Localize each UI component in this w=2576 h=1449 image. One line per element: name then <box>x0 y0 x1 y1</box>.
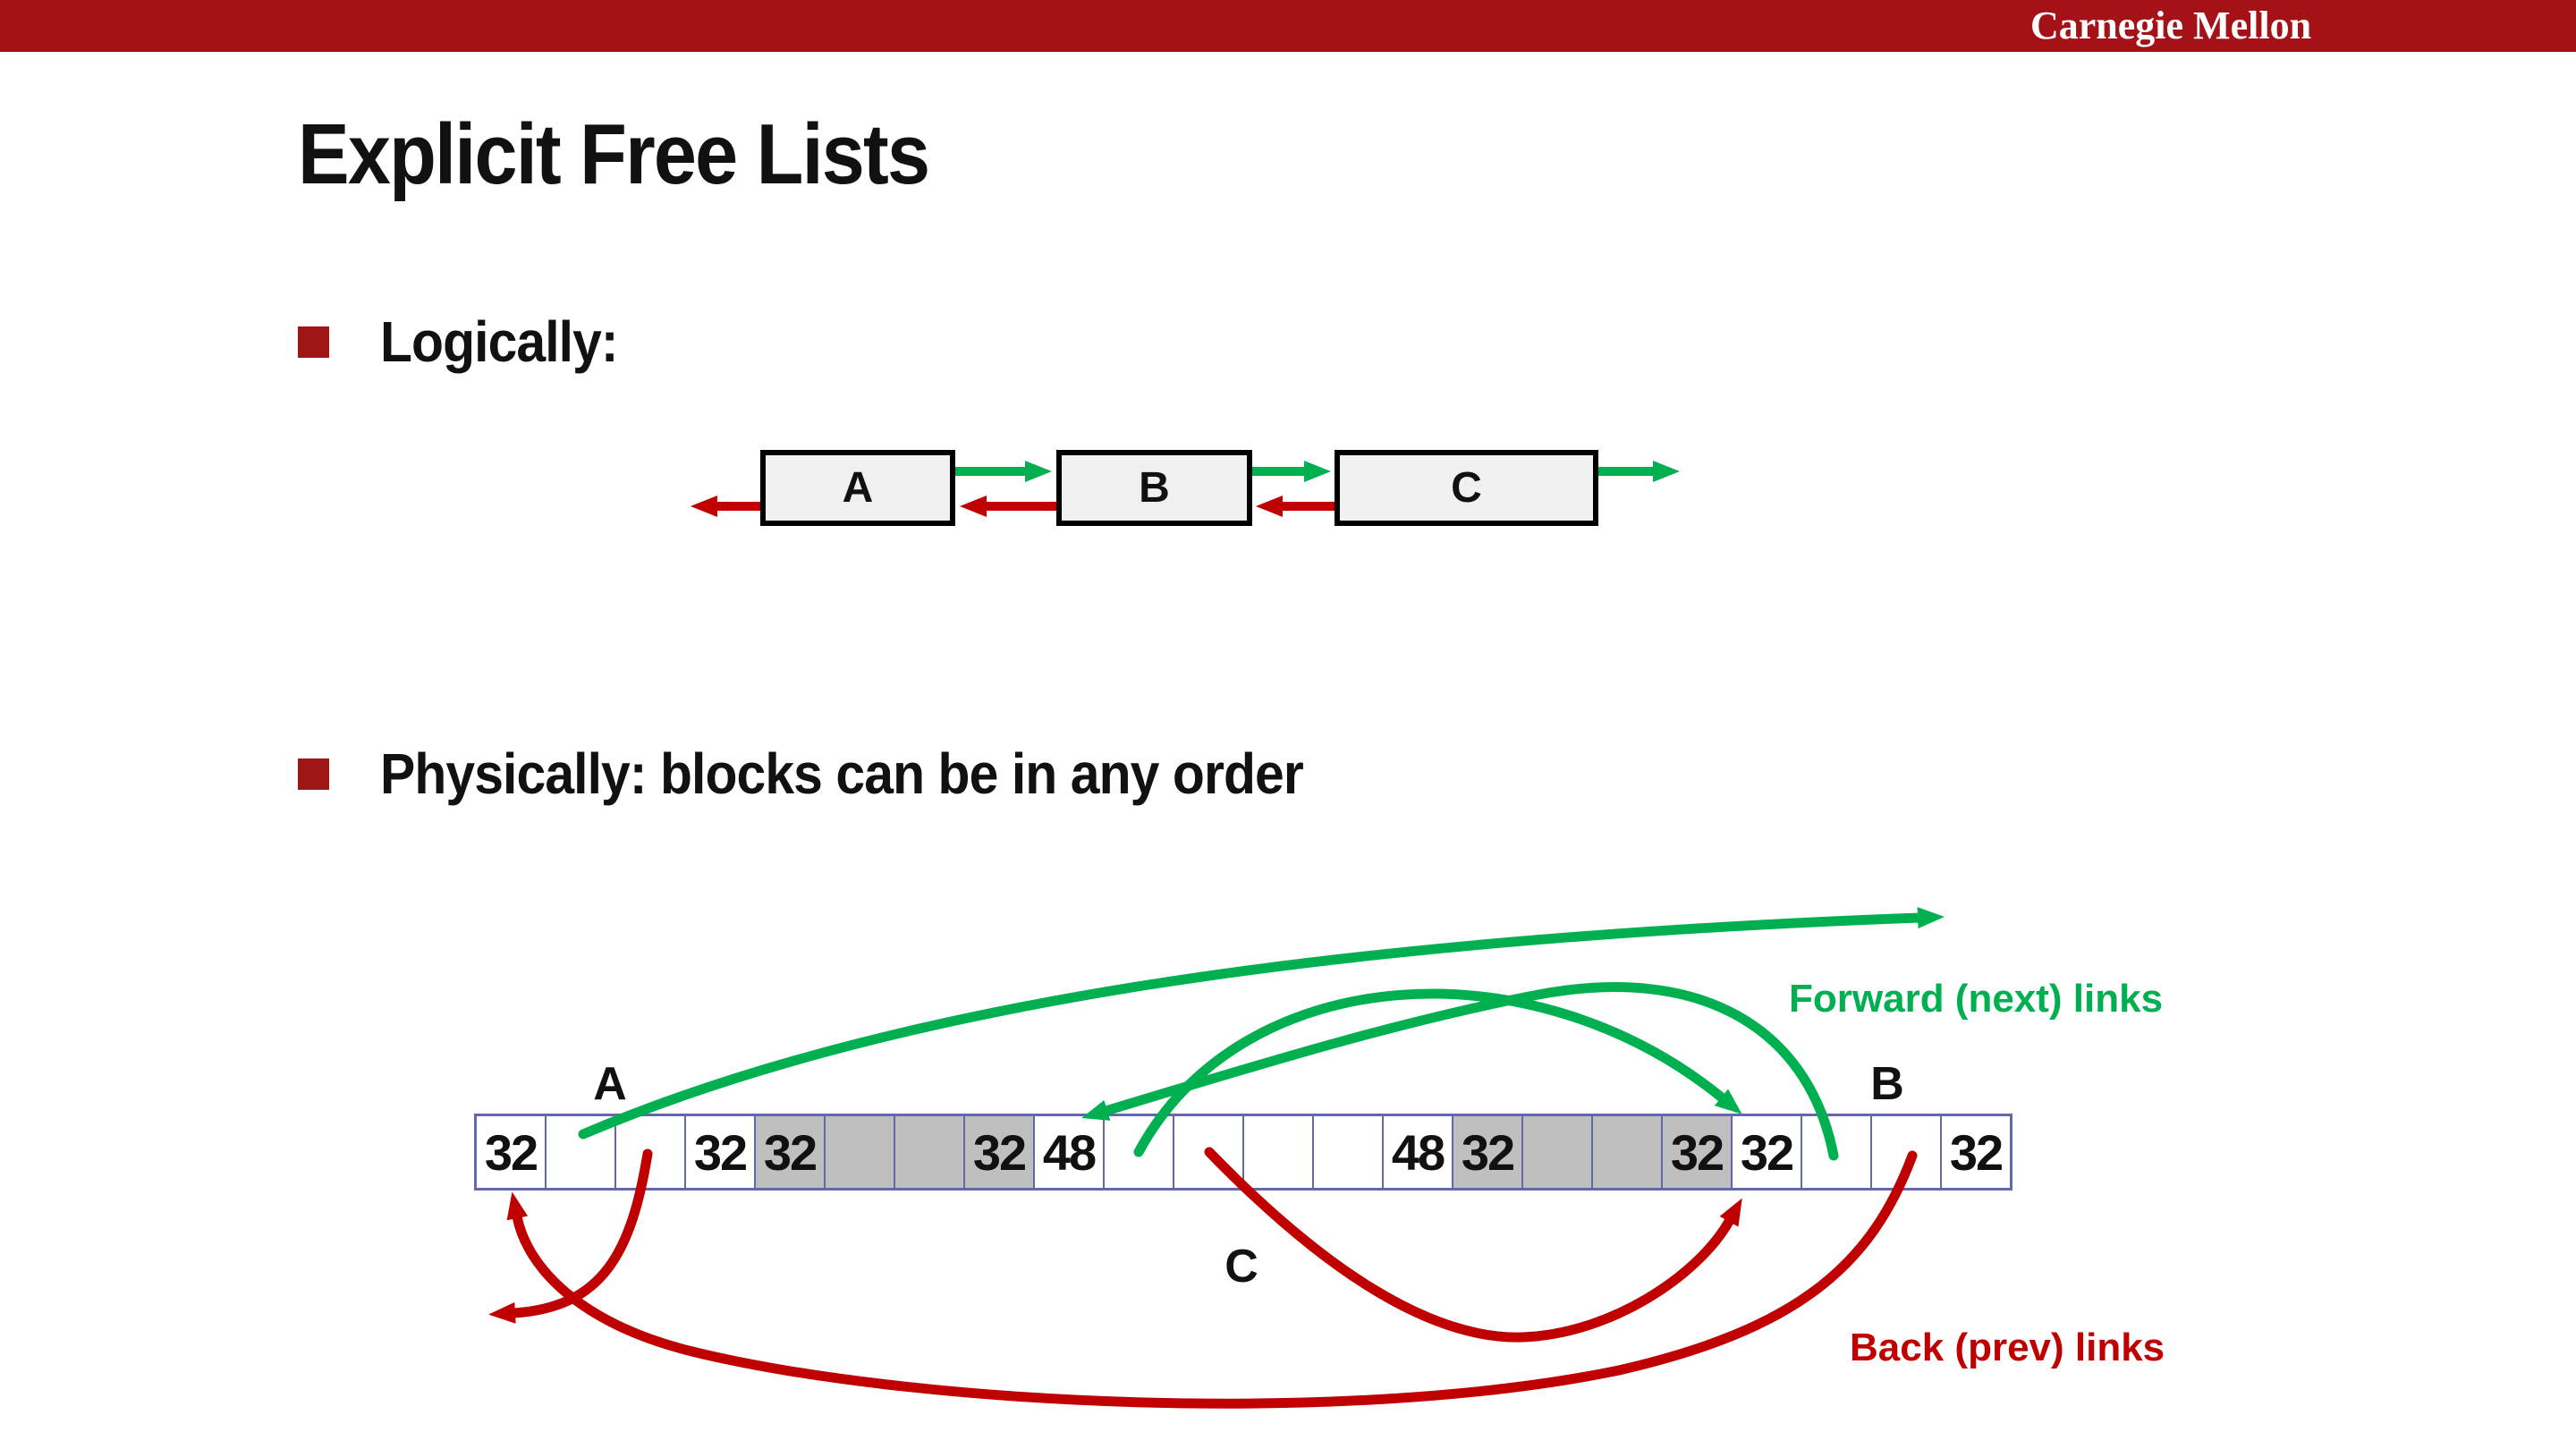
logical-block-b: B <box>1056 450 1252 526</box>
memory-cell: 48 <box>1035 1116 1105 1188</box>
memory-array: 32 32 32 32 48 48 32 32 32 32 <box>474 1114 2012 1191</box>
memory-cell <box>1105 1116 1174 1188</box>
physical-label-a: A <box>593 1058 627 1110</box>
memory-cell <box>1314 1116 1384 1188</box>
memory-cell <box>547 1116 616 1188</box>
memory-cell-value: 32 <box>1949 1123 2004 1181</box>
memory-cell: 32 <box>1942 1116 2010 1188</box>
memory-cell-value: 32 <box>1670 1123 1724 1181</box>
memory-cell <box>1523 1116 1593 1188</box>
memory-cell-value: 32 <box>1740 1123 1794 1181</box>
logical-block-a-label: A <box>842 464 874 512</box>
memory-cell: 32 <box>686 1116 756 1188</box>
memory-cell: 48 <box>1384 1116 1453 1188</box>
memory-cell-value: 32 <box>763 1123 818 1181</box>
bullet-physically: Physically: blocks can be in any order <box>298 741 1384 807</box>
bullet-square-icon <box>298 326 329 358</box>
slide-title: Explicit Free Lists <box>298 106 930 202</box>
brand-wordmark: Carnegie Mellon <box>2030 4 2312 47</box>
memory-cell <box>1802 1116 1872 1188</box>
memory-cell <box>1174 1116 1244 1188</box>
memory-cell <box>616 1116 686 1188</box>
memory-cell-value: 48 <box>1391 1123 1445 1181</box>
forward-links-label: Forward (next) links <box>1789 977 2164 1021</box>
bullet-logically-label: Logically: <box>380 309 619 374</box>
memory-cell: 32 <box>1453 1116 1523 1188</box>
memory-cell-value: 32 <box>1461 1123 1515 1181</box>
logical-block-b-label: B <box>1139 464 1170 512</box>
header-bar: Carnegie Mellon <box>0 0 2576 52</box>
physical-label-c: C <box>1224 1241 1258 1292</box>
physical-label-b: B <box>1870 1058 1904 1110</box>
memory-cell <box>826 1116 895 1188</box>
memory-cell: 32 <box>965 1116 1035 1188</box>
back-links-label: Back (prev) links <box>1850 1326 2165 1369</box>
memory-cell <box>895 1116 965 1188</box>
logical-block-c-label: C <box>1451 464 1482 512</box>
memory-cell: 32 <box>1663 1116 1733 1188</box>
memory-cell: 32 <box>756 1116 826 1188</box>
memory-cell-value: 32 <box>693 1123 748 1181</box>
memory-cell <box>1593 1116 1663 1188</box>
logical-block-a: A <box>760 450 955 526</box>
memory-cell: 32 <box>477 1116 547 1188</box>
memory-cell-value: 48 <box>1042 1123 1097 1181</box>
forward-link-from-a-curve <box>578 907 1945 1140</box>
bullet-square-icon <box>298 758 329 790</box>
memory-cell: 32 <box>1733 1116 1802 1188</box>
memory-cell-value: 32 <box>972 1123 1027 1181</box>
memory-cell <box>1244 1116 1314 1188</box>
bullet-logically: Logically: <box>298 309 639 375</box>
bullet-physically-label: Physically: blocks can be in any order <box>380 741 1304 806</box>
memory-cell <box>1872 1116 1942 1188</box>
logical-block-c: C <box>1335 450 1598 526</box>
memory-cell-value: 32 <box>484 1123 538 1181</box>
